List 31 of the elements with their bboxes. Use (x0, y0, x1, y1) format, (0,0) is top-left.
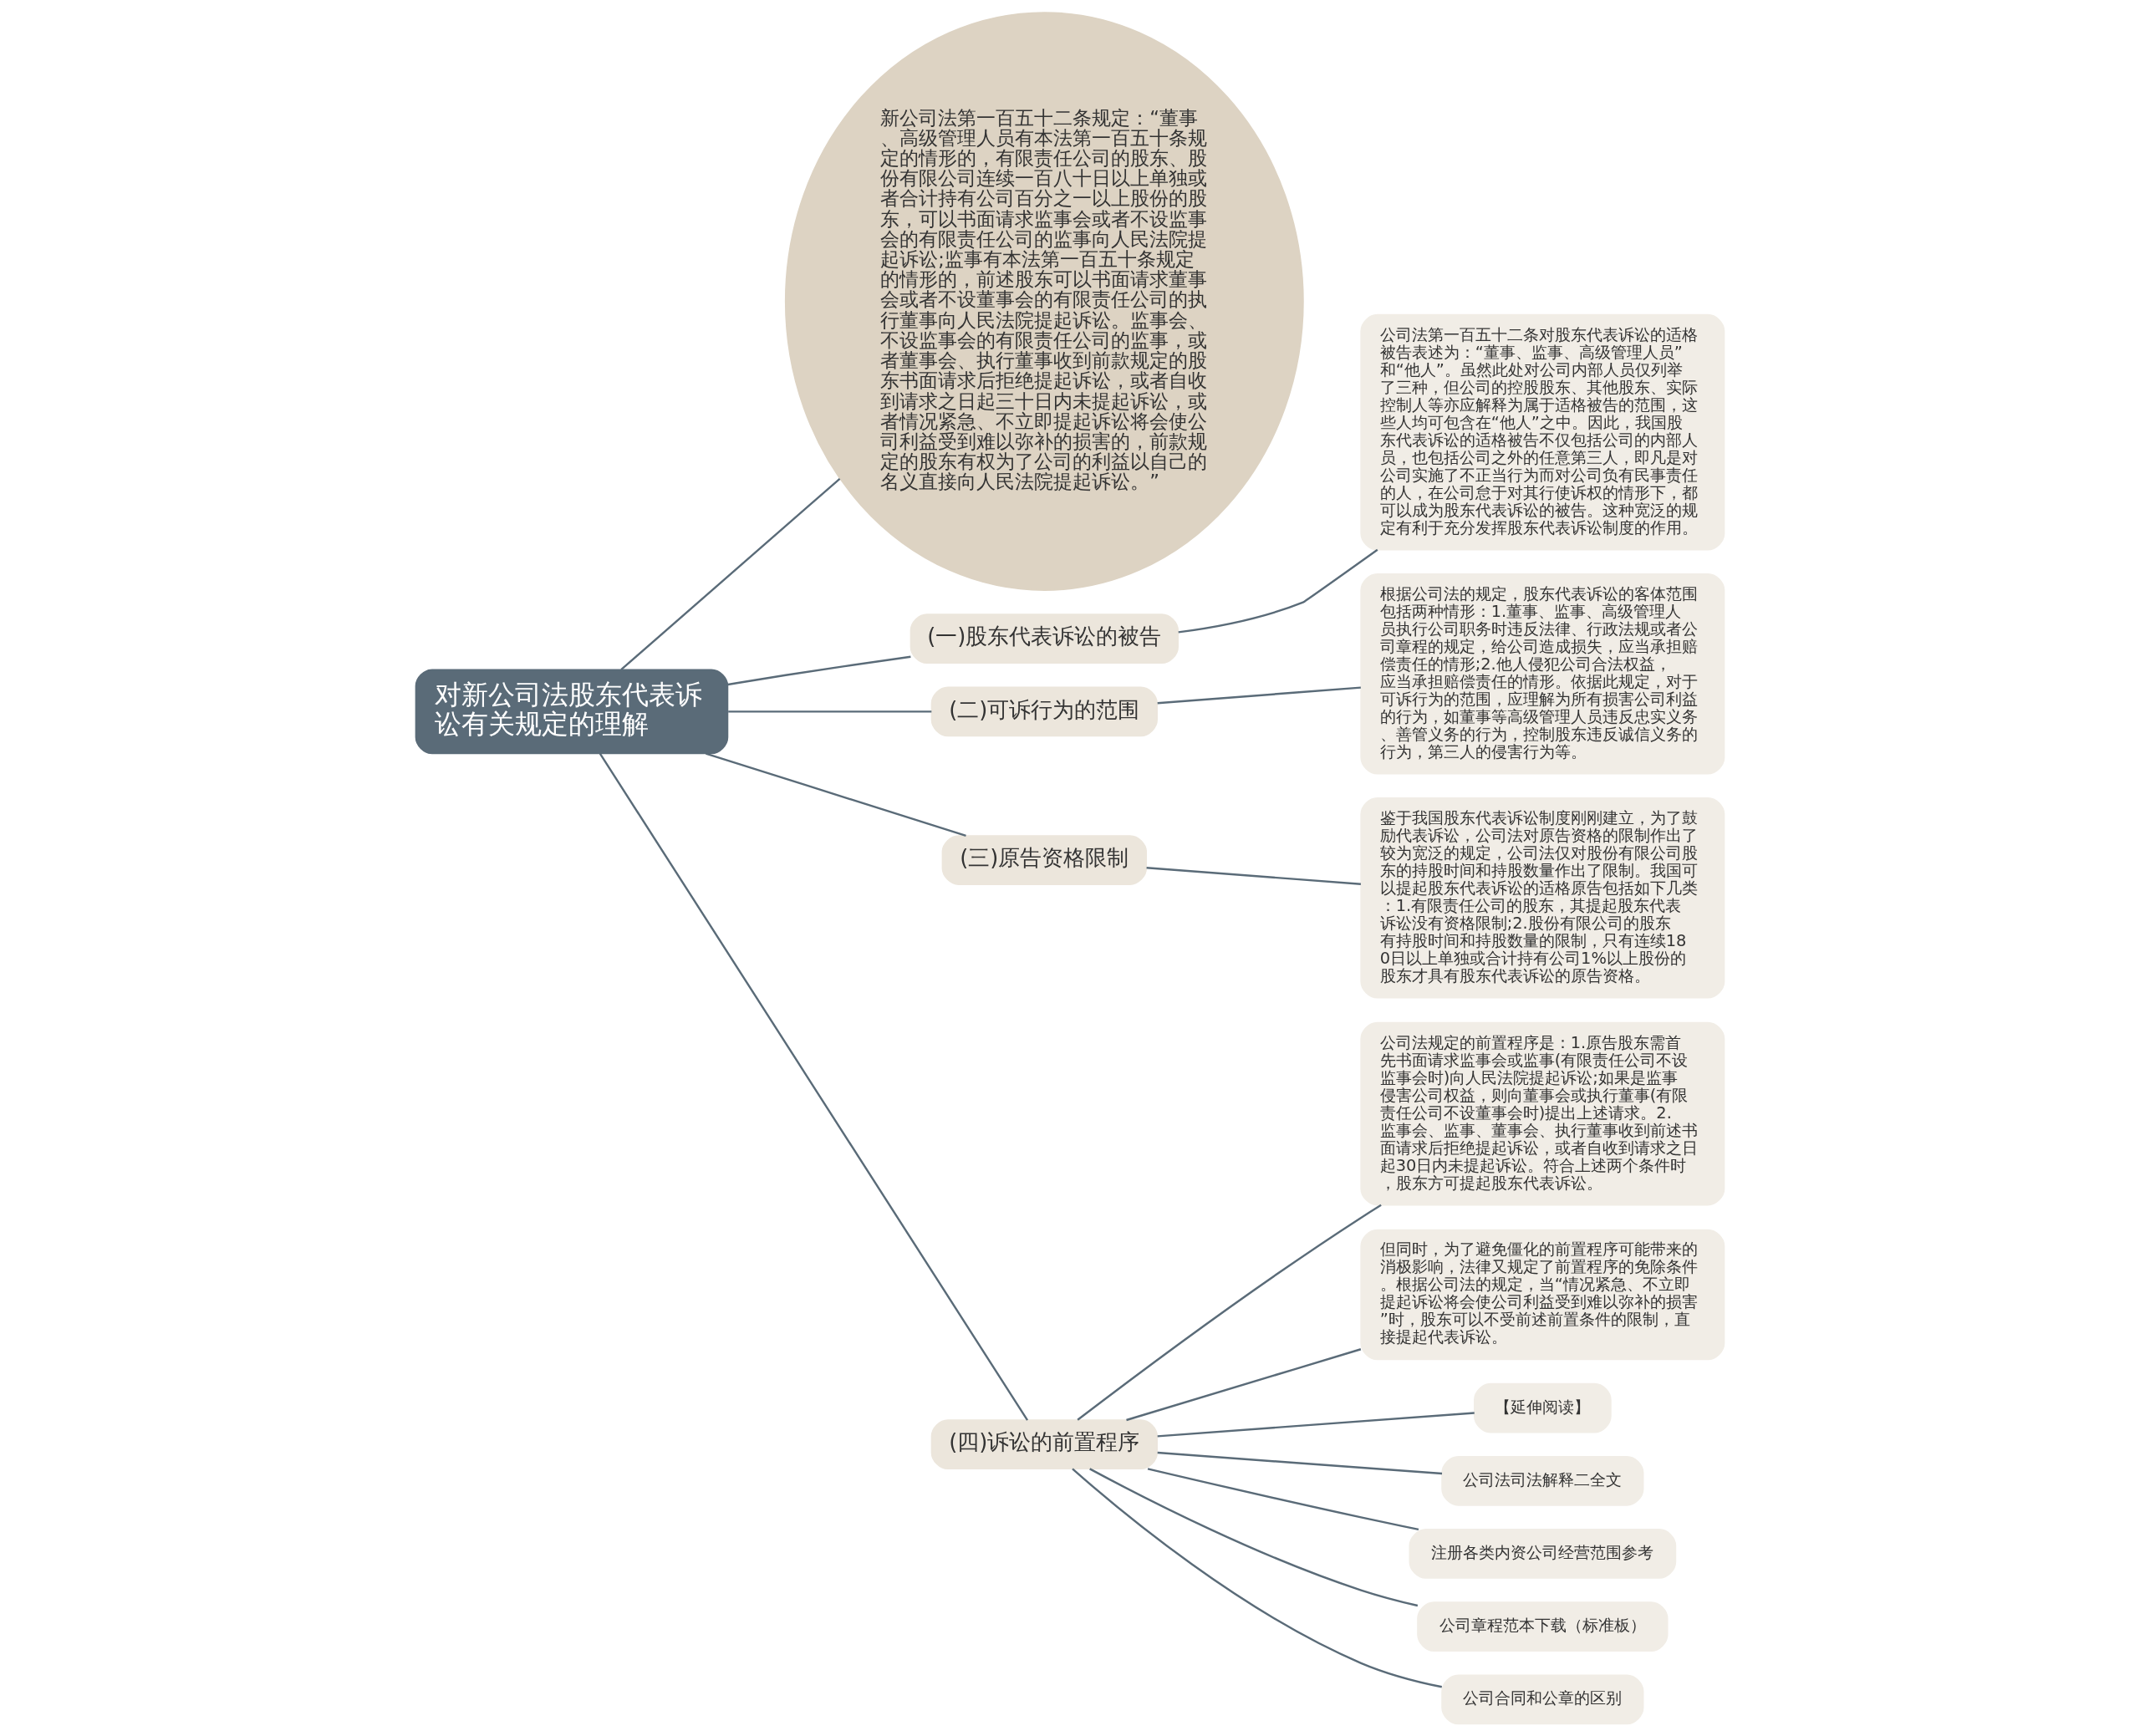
node-box: 公司法司法解释二全文 (1441, 1455, 1644, 1506)
connector (1157, 1451, 1443, 1475)
connector (1157, 686, 1361, 705)
connector (1146, 867, 1361, 885)
node-box: 公司法规定的前置程序是：1.原告股东需首先书面请求监事会或监事(有限责任公司不设监事会时)向人民法院提起诉讼;如果是监事侵害公司权益，则向董事会或执行董事(有限责任公司不设董事会时)提出上述请求。2.监事会、监事、董事会、执行董事收到前述书面请求后拒绝提起诉讼，或者自收到请求之日起30日内未提起诉讼。符合上述两个条件时，股东方可提起股东代表诉讼。 (1360, 1021, 1725, 1206)
node-box: (四)诉讼的前置程序 (930, 1419, 1158, 1470)
node-ellipse: 新公司法第一百五十二条规定：“董事、高级管理人员有本法第一百五十条规定的情形的，有限责任公司的股东、股份有限公司连续一百八十日以上单独或者合计持有公司百分之一以上股份的股东，可以书面请求监事会或者不设监事会的有限责任公司的监事向人民法院提起诉讼;监事有本法第一百五十条规定的情形的，前述股东可以书面请求董事会或者不设董事会的有限责任公司的执行董事向人民法院提起诉讼。监事会、不设监事会的有限责任公司的监事，或者董事会、执行董事收到前款规定的股东书面请求后拒绝提起诉讼，或者自收到请求之日起三十日内未提起诉讼，或者情况紧急、不立即提起诉讼将会使公司利益受到难以弥补的损害的，前款规定的股东有权为了公司的利益以自己的名义直接向人民法院提起诉讼。” (784, 12, 1304, 591)
node-box: 公司章程范本下载（标准板） (1417, 1601, 1669, 1652)
connector (1072, 1468, 1443, 1688)
connector (1126, 1348, 1362, 1422)
connector (1147, 1468, 1419, 1531)
node-box: 对新公司法股东代表诉讼有关规定的理解 (415, 669, 729, 755)
node-box: 注册各类内资公司经营范围参考 (1409, 1529, 1677, 1579)
node-box: 鉴于我国股东代表诉讼制度刚刚建立，为了鼓励代表诉讼，公司法对原告资格的限制作出了较为宽泛的规定，公司法仅对股份有限公司股东的持股时间和持股数量作出了限制。我国可以提起股东代表诉讼的适格原告包括如下几类：1.有限责任公司的股东，其提起股东代表诉讼没有资格限制;2.股份有限公司的股东有持股时间和持股数量的限制，只有连续180日以上单独或合计持有公司1%以上股份的股东才具有股东代表诉讼的原告资格。 (1360, 797, 1725, 999)
connector (1178, 548, 1378, 634)
node-box: (一)股东代表诉讼的被告 (910, 613, 1179, 664)
connector (1157, 1412, 1475, 1438)
node-box: 但同时，为了避免僵化的前置程序可能带来的消极影响，法律又规定了前置程序的免除条件。根据公司法的规定，当“情况紧急、不立即提起诉讼将会使公司利益受到难以弥补的损害”时，股东可以不受前述前置条件的限制，直接提起代表诉讼。 (1360, 1229, 1725, 1361)
node-box: 公司法第一百五十二条对股东代表诉讼的适格被告表述为：“董事、监事、高级管理人员”和“他人”。虽然此处对公司内部人员仅列举了三种，但公司的控股股东、其他股东、实际控制人等亦应解释为属于适格被告的范围，这些人均可包含在“他人”之中。因此，我国股东代表诉讼的适格被告不仅包括公司的内部人员，也包括公司之外的任意第三人，即凡是对公司实施了不正当行为而对公司负有民事责任的人，在公司怠于对其行使诉权的情形下，都可以成为股东代表诉讼的被告。这种宽泛的规定有利于充分发挥股东代表诉讼制度的作用。 (1360, 313, 1725, 551)
node-box: 【延伸阅读】 (1474, 1382, 1612, 1433)
connector (728, 710, 932, 713)
node-box: 根据公司法的规定，股东代表诉讼的客体范围包括两种情形：1.董事、监事、高级管理人员执行公司职务时违反法律、行政法规或者公司章程的规定，给公司造成损失，应当承担赔偿责任的情形;2.他人侵犯公司合法权益，应当承担赔偿责任的情形。依据此规定，对于可诉行为的范围，应理解为所有损害公司利益的行为，如董事等高级管理人员违反忠实义务、善管义务的行为，控制股东违反诚信义务的行为，第三人的侵害行为等。 (1360, 573, 1725, 775)
connector (1077, 1204, 1382, 1421)
node-box: 公司合同和公章的区别 (1441, 1674, 1644, 1725)
connector (706, 752, 966, 837)
node-box: (二)可诉行为的范围 (930, 686, 1158, 737)
node-box: (三)原告资格限制 (941, 835, 1148, 885)
connector (620, 477, 841, 671)
connector (599, 753, 1029, 1421)
connector (1089, 1468, 1419, 1607)
connector (727, 655, 911, 686)
